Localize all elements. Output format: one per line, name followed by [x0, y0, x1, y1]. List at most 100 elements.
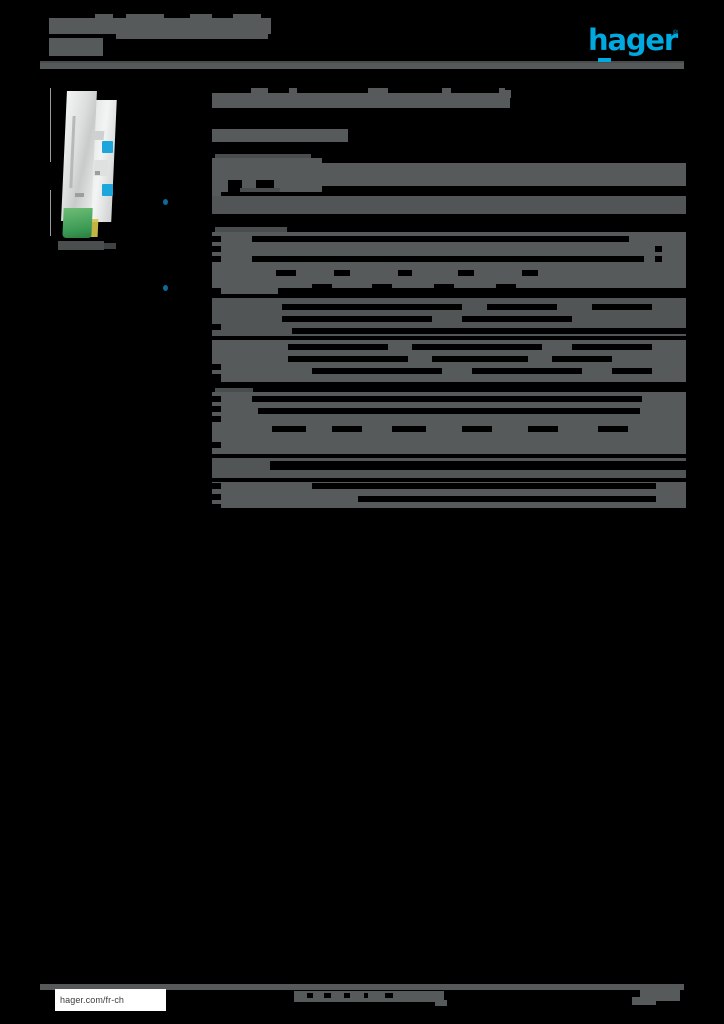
row-text-gap [278, 288, 686, 294]
terminal-screw-bottom-icon [163, 285, 168, 291]
section-heading-plus-icon [503, 90, 511, 98]
footer-center-text-tail [435, 1000, 447, 1006]
row-text-gap [528, 426, 558, 432]
row-text-gap [322, 158, 686, 163]
footer-text-gap [344, 993, 350, 998]
header-rule [40, 63, 684, 69]
row-text-gap [270, 461, 686, 470]
row-text-gap [228, 180, 242, 192]
row-text-gap [312, 483, 656, 489]
row-text-gap [522, 270, 538, 276]
row-label-gap [212, 256, 221, 262]
row-label-gap [212, 324, 221, 330]
table-row [212, 340, 686, 382]
footer-center-text [294, 991, 444, 1002]
section-heading-ascender-5 [499, 88, 505, 93]
row-text-gap [322, 186, 686, 192]
row-label-gap [212, 396, 221, 402]
spec-table-1-header [215, 154, 311, 161]
spec-table-2-header [215, 227, 287, 235]
row-text-gap [487, 304, 557, 310]
row-label-1 [240, 188, 280, 192]
row-text-gap [276, 270, 296, 276]
main-content [205, 0, 686, 1024]
spec-table-3-header [215, 388, 253, 395]
dimension-line-bottom [50, 190, 51, 236]
row-text-gap [496, 284, 516, 290]
trademark-icon: ® [673, 30, 679, 37]
footer-rule [40, 984, 684, 990]
table-row [212, 458, 686, 478]
row-text-gap [434, 284, 454, 290]
row-text-gap [288, 344, 388, 350]
page-title-ascender-3 [190, 14, 212, 19]
section-heading-ascender-3 [368, 88, 388, 93]
product-clip-green [62, 208, 93, 238]
product-image-panel [44, 86, 194, 291]
row-text-gap [252, 396, 642, 402]
row-text-gap [372, 284, 392, 290]
header-rule-shadow [40, 61, 684, 63]
row-text-gap [272, 426, 306, 432]
spec-table-3 [212, 388, 686, 508]
page-header [40, 0, 684, 78]
row-text-gap [212, 214, 686, 220]
row-label-gap [212, 236, 221, 242]
section-heading-ascender-2 [289, 88, 297, 93]
terminal-screw-top-icon [163, 199, 168, 205]
table-row [212, 232, 686, 294]
row-text-gap [312, 284, 332, 290]
row-label-gap [212, 246, 221, 252]
page-subtitle-ascender-2 [202, 28, 208, 32]
page-subtitle-ascender-1 [150, 28, 156, 32]
row-text-gap [312, 368, 442, 374]
page-title-ascender-4 [233, 14, 261, 19]
row-text-gap [592, 304, 652, 310]
section-heading-ascender-1 [251, 88, 268, 93]
row-text-gap [392, 426, 426, 432]
product-caption [58, 241, 104, 250]
table-row [212, 298, 686, 336]
table-row [212, 392, 686, 454]
row-label-gap [212, 364, 221, 370]
page-title-ascender-2 [126, 14, 164, 19]
row-text-gap [258, 408, 640, 414]
row-text-gap [462, 316, 572, 322]
product-marking-2 [95, 171, 100, 175]
row-text-gap [292, 328, 686, 334]
row-label-gap [212, 504, 221, 508]
product-terminal-top [102, 141, 168, 205]
page-subtitle [116, 30, 268, 39]
dimension-line-top [50, 88, 51, 162]
row-label-gap [212, 494, 221, 500]
row-text-gap [458, 270, 474, 276]
footer-text-gap [307, 993, 313, 998]
row-text-gap [462, 426, 492, 432]
hager-logo: hager [588, 23, 678, 57]
footer-text-gap [324, 993, 331, 998]
row-text-gap [655, 246, 662, 252]
row-text-gap [332, 426, 362, 432]
row-text-gap [655, 256, 662, 262]
row-label-gap [212, 406, 221, 412]
row-text-gap [334, 270, 350, 276]
product-body-front [61, 91, 97, 221]
product-terminal-bottom [102, 184, 168, 291]
row-text-gap [412, 344, 542, 350]
footer-url[interactable]: hager.com/fr-ch [55, 989, 166, 1011]
row-text-gap [282, 304, 462, 310]
table-row [212, 158, 686, 192]
row-label-gap [212, 288, 221, 294]
header-accent-mark [598, 58, 611, 62]
row-text-gap [398, 270, 412, 276]
row-text-gap [252, 236, 629, 242]
section-heading-ascender-4 [442, 88, 451, 93]
product-lever [91, 131, 105, 140]
table-row [212, 196, 686, 220]
page-title-ascender-1 [95, 14, 113, 19]
table-row [212, 482, 686, 508]
row-text-gap [282, 316, 432, 322]
spec-table-1 [212, 154, 686, 226]
row-text-gap [612, 368, 652, 374]
